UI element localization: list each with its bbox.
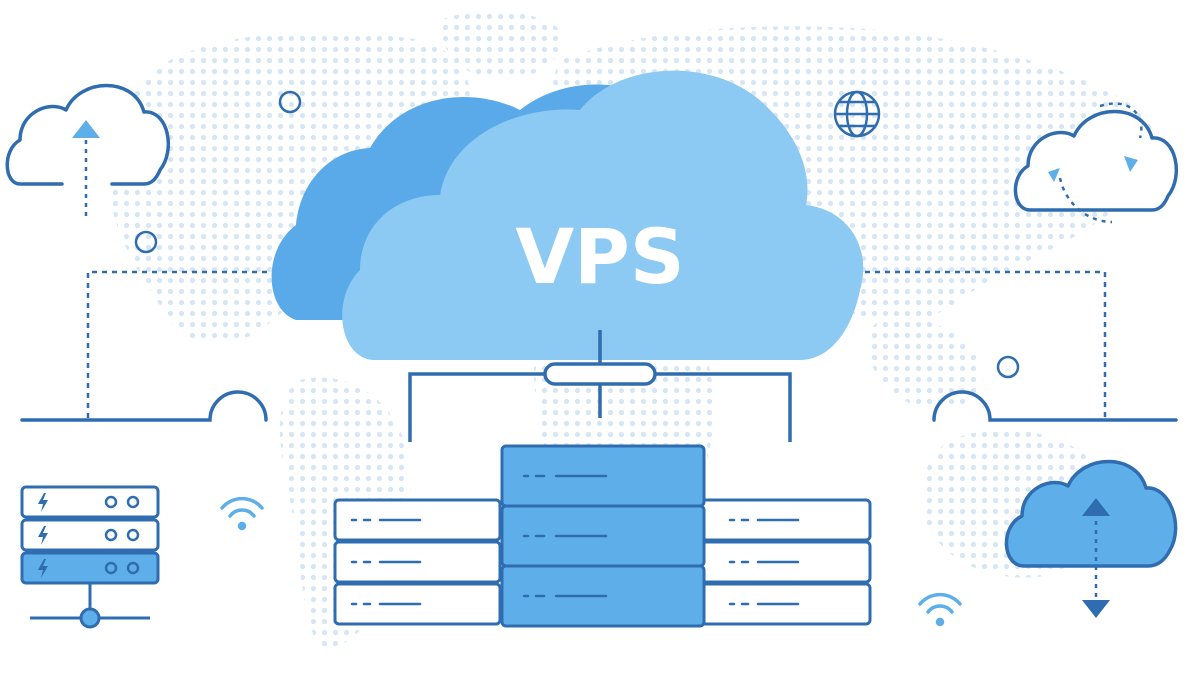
sync-cloud-icon xyxy=(1013,102,1178,224)
decor-circles xyxy=(134,90,1020,379)
vps-label: VPS xyxy=(515,212,684,301)
globe-icon xyxy=(833,90,881,138)
network-connectors xyxy=(86,270,1107,418)
wifi-icon xyxy=(220,496,264,531)
cloud-connector xyxy=(408,330,792,442)
server-stack-center xyxy=(500,444,706,628)
ground-lines xyxy=(20,390,1178,422)
wifi-icon-2 xyxy=(918,592,962,627)
server-stack-left xyxy=(333,498,502,626)
vps-cloud: VPS xyxy=(271,70,864,360)
server-rack-icon xyxy=(20,485,160,629)
upload-cloud-icon xyxy=(5,83,170,218)
transfer-cloud-icon xyxy=(1004,459,1178,618)
server-stack-right xyxy=(698,498,872,626)
